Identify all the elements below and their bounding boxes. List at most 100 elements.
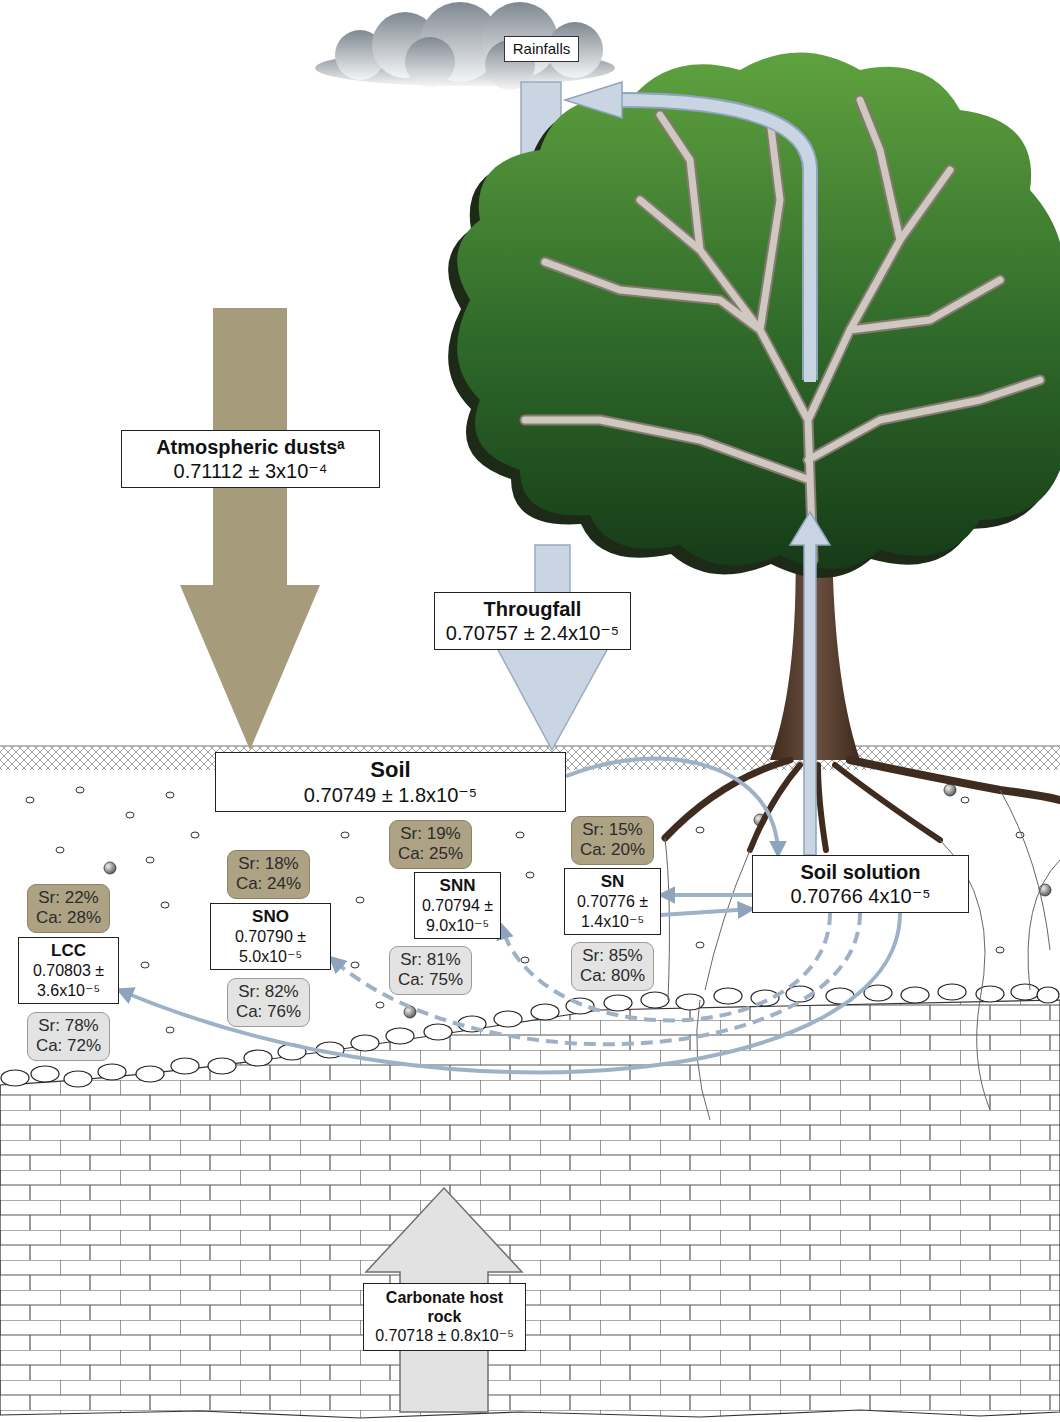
box-value: 0.70794 ± 9.0x10⁻⁵ (420, 896, 495, 934)
flow-arrow (661, 893, 752, 897)
root (818, 765, 826, 850)
flow-arrow (119, 913, 900, 1072)
root (665, 760, 790, 838)
percent-text: Sr: 22% (34, 888, 103, 908)
cobble (386, 1028, 414, 1044)
percent-text: Ca: 24% (234, 874, 303, 894)
root-hair (1000, 790, 1050, 950)
branch-outline (525, 100, 1040, 560)
value-box: Carbonate host rock0.70718 ± 0.8x10⁻⁵ (363, 1283, 526, 1351)
cobble (641, 992, 669, 1008)
bedrock (0, 1000, 1060, 1418)
box-value: 0.70790 ± 5.0x10⁻⁵ (216, 927, 325, 965)
percent-text: Sr: 18% (234, 854, 303, 874)
box-value: 0.70803 ± 3.6x10⁻⁵ (24, 961, 113, 999)
tree (448, 53, 1060, 1121)
branches (525, 100, 1040, 560)
pebble (146, 857, 154, 863)
percent-badge: Sr: 81%Ca: 75% (389, 946, 472, 995)
percent-badge: Sr: 82%Ca: 76% (227, 978, 310, 1027)
box-heading: Througfall (441, 597, 624, 621)
root (835, 765, 940, 840)
value-box: LCC0.70803 ± 3.6x10⁻⁵ (18, 937, 119, 1004)
label-box: Rainfalls (504, 36, 579, 62)
percent-text: Sr: 81% (396, 950, 465, 970)
cobble (98, 1064, 126, 1080)
cobble (64, 1071, 92, 1087)
pebble (696, 942, 704, 948)
box-heading: Atmospheric dustsᵃ (128, 435, 373, 459)
pebble (996, 947, 1004, 953)
recycle-arrow (618, 100, 810, 382)
cobble (714, 988, 742, 1004)
percent-text: Ca: 80% (578, 966, 647, 986)
pebble (141, 962, 149, 968)
pebble (126, 812, 134, 818)
dashed-flow-arrow (501, 913, 830, 1020)
cobble (1, 1070, 29, 1086)
pebble (56, 847, 64, 853)
box-value: 0.70776 ± 1.4x10⁻⁵ (570, 892, 655, 930)
percent-text: Sr: 85% (578, 946, 647, 966)
percent-text: Ca: 20% (578, 840, 647, 860)
pebble (166, 792, 174, 798)
box-heading: Carbonate host rock (370, 1288, 519, 1326)
pebble (356, 897, 364, 903)
box-heading: SNN (420, 876, 495, 896)
cobble (208, 1058, 236, 1074)
box-value: 0.70766 4x10⁻⁵ (759, 884, 962, 908)
percent-badge: Sr: 19%Ca: 25% (389, 820, 472, 869)
flow-arrow (661, 909, 752, 915)
mineral-grain (944, 784, 956, 796)
value-box: SNO0.70790 ± 5.0x10⁻⁵ (210, 903, 331, 970)
percent-text: Ca: 25% (396, 844, 465, 864)
cobble (938, 984, 966, 1000)
box-value: 0.70757 ± 2.4x10⁻⁵ (441, 621, 624, 645)
box-heading: LCC (24, 941, 113, 961)
percent-text: Sr: 78% (34, 1016, 103, 1036)
pebble (521, 957, 529, 963)
percent-text: Sr: 19% (396, 824, 465, 844)
value-box: Atmospheric dustsᵃ0.71112 ± 3x10⁻⁴ (121, 430, 380, 488)
mineral-grain (104, 862, 116, 874)
pebble (26, 797, 34, 803)
pebble (351, 962, 359, 968)
pebble (526, 872, 534, 878)
cobble (351, 1035, 379, 1051)
cobble (531, 1004, 559, 1020)
cobble (244, 1050, 272, 1066)
root-hair (665, 838, 669, 1000)
box-heading: SNO (216, 907, 325, 927)
pebble (376, 1002, 384, 1008)
percent-badge: Sr: 18%Ca: 24% (227, 850, 310, 899)
cobble (31, 1066, 59, 1082)
box-heading: Soil (222, 757, 559, 783)
percent-badge: Sr: 85%Ca: 80% (571, 942, 654, 991)
carbonate-arrow (366, 1188, 522, 1412)
value-box: Soil0.70749 ± 1.8x10⁻⁵ (215, 752, 566, 812)
cobble (1011, 984, 1039, 1000)
ground-line (0, 746, 1060, 747)
root-hair (1028, 860, 1060, 990)
value-box: Througfall0.70757 ± 2.4x10⁻⁵ (434, 592, 631, 650)
percent-text: Ca: 75% (396, 970, 465, 990)
cobble (494, 1011, 522, 1027)
value-box: SN0.70776 ± 1.4x10⁻⁵ (564, 868, 661, 935)
pebble (161, 902, 169, 908)
percent-text: Ca: 28% (34, 908, 103, 928)
cobble (604, 995, 632, 1011)
cobble (136, 1066, 164, 1082)
percent-text: Ca: 72% (34, 1036, 103, 1056)
branch (525, 100, 1040, 560)
box-heading: SN (570, 872, 655, 892)
root-hair (705, 850, 750, 990)
cobble (424, 1024, 452, 1040)
box-value: 0.70718 ± 0.8x10⁻⁵ (370, 1326, 519, 1345)
recycle-arrow-outline (620, 100, 810, 380)
box-value: 0.71112 ± 3x10⁻⁴ (128, 459, 373, 483)
box-heading: Rainfalls (512, 40, 571, 58)
value-box: SNN0.70794 ± 9.0x10⁻⁵ (414, 872, 501, 939)
